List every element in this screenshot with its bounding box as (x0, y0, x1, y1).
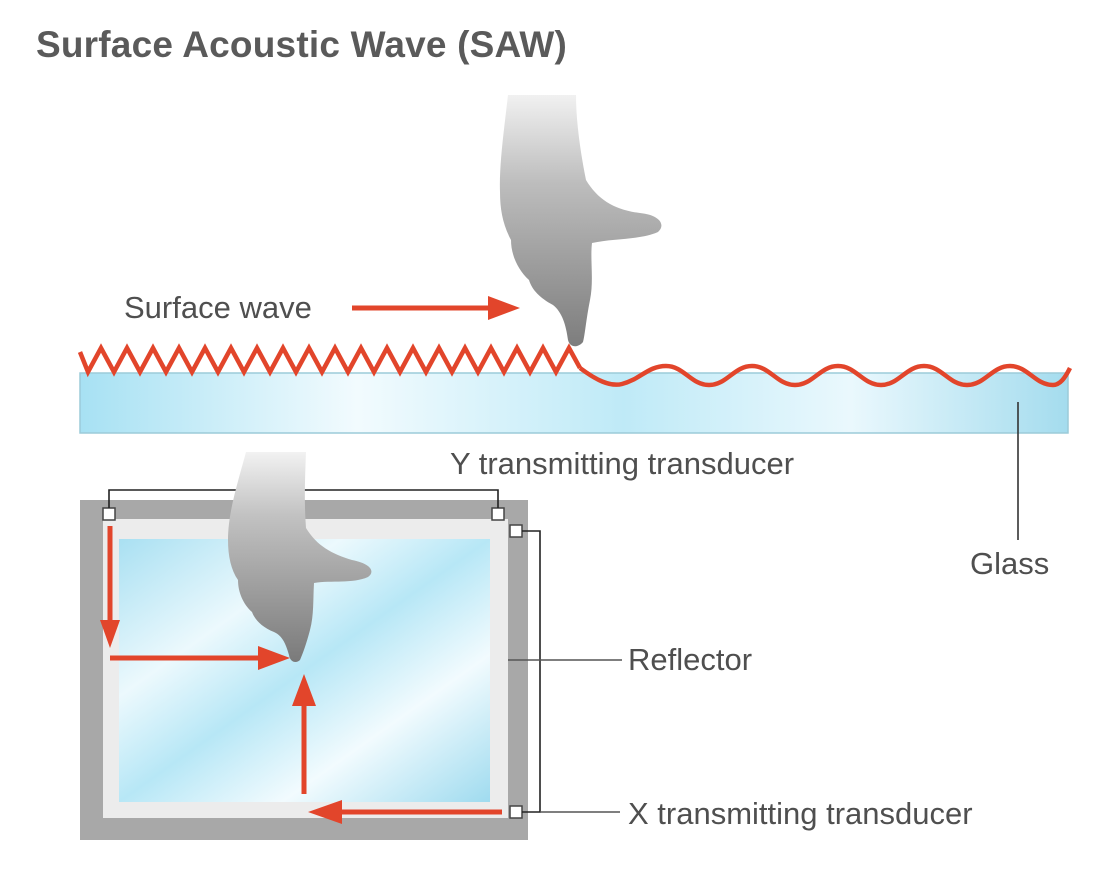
surface-wave-arrow-head (488, 296, 520, 320)
glass-label: Glass (970, 546, 1050, 581)
surface-wave-absorbed (578, 363, 1073, 388)
surface-wave-high-frequency (77, 343, 582, 378)
pointing-hand-icon (228, 452, 372, 663)
glass-slab (79, 372, 1069, 434)
y-transducer-left (102, 507, 116, 521)
y-wave-right-head (258, 646, 290, 670)
y-wave-down-head (100, 620, 120, 648)
x-wave-up-head (292, 674, 316, 706)
x-transducer-bracket (522, 530, 541, 813)
x-transducer-top (509, 524, 523, 538)
x-transducer-label: X transmitting transducer (628, 796, 973, 831)
reflector-right (490, 519, 508, 816)
y-transducer-right (491, 507, 505, 521)
x-wave-left-head (308, 800, 342, 824)
x-transducer-bottom (509, 805, 523, 819)
reflector-left (103, 519, 119, 816)
y-transducer-label: Y transmitting transducer (450, 446, 795, 481)
diagram-title: Surface Acoustic Wave (SAW) (36, 24, 568, 65)
pointing-hand-icon (499, 95, 662, 347)
reflector-label: Reflector (628, 642, 753, 677)
surface-wave-label: Surface wave (124, 290, 312, 325)
